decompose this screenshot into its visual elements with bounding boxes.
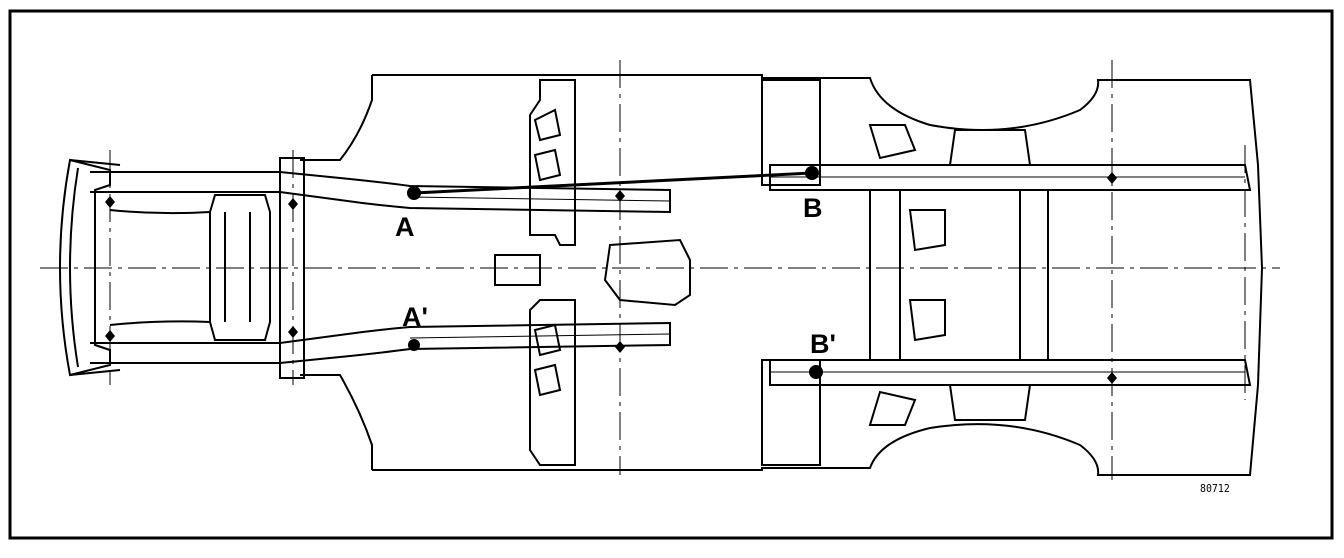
point-a-prime-label: A' (402, 302, 428, 332)
point-a-marker (407, 186, 421, 200)
point-b-prime-marker (809, 365, 823, 379)
front-bumper (59, 158, 121, 377)
centre-lines (40, 60, 1280, 480)
front-crossmember (109, 157, 305, 379)
point-b-prime-label: B' (810, 329, 836, 359)
rivet-markers (105, 172, 1117, 384)
diagram-border (8, 9, 1334, 540)
floor-pan-outline (300, 74, 1264, 476)
point-b-marker (805, 166, 819, 180)
figure-reference-code: 80712 (1200, 482, 1230, 495)
measure-line-a-b (413, 171, 813, 195)
point-b-label: B (803, 193, 823, 223)
point-a-label: A (395, 212, 415, 242)
middle-brackets (494, 79, 691, 466)
point-a-prime-marker (408, 339, 420, 351)
main-rails (90, 171, 671, 364)
rear-frame (761, 79, 1252, 466)
